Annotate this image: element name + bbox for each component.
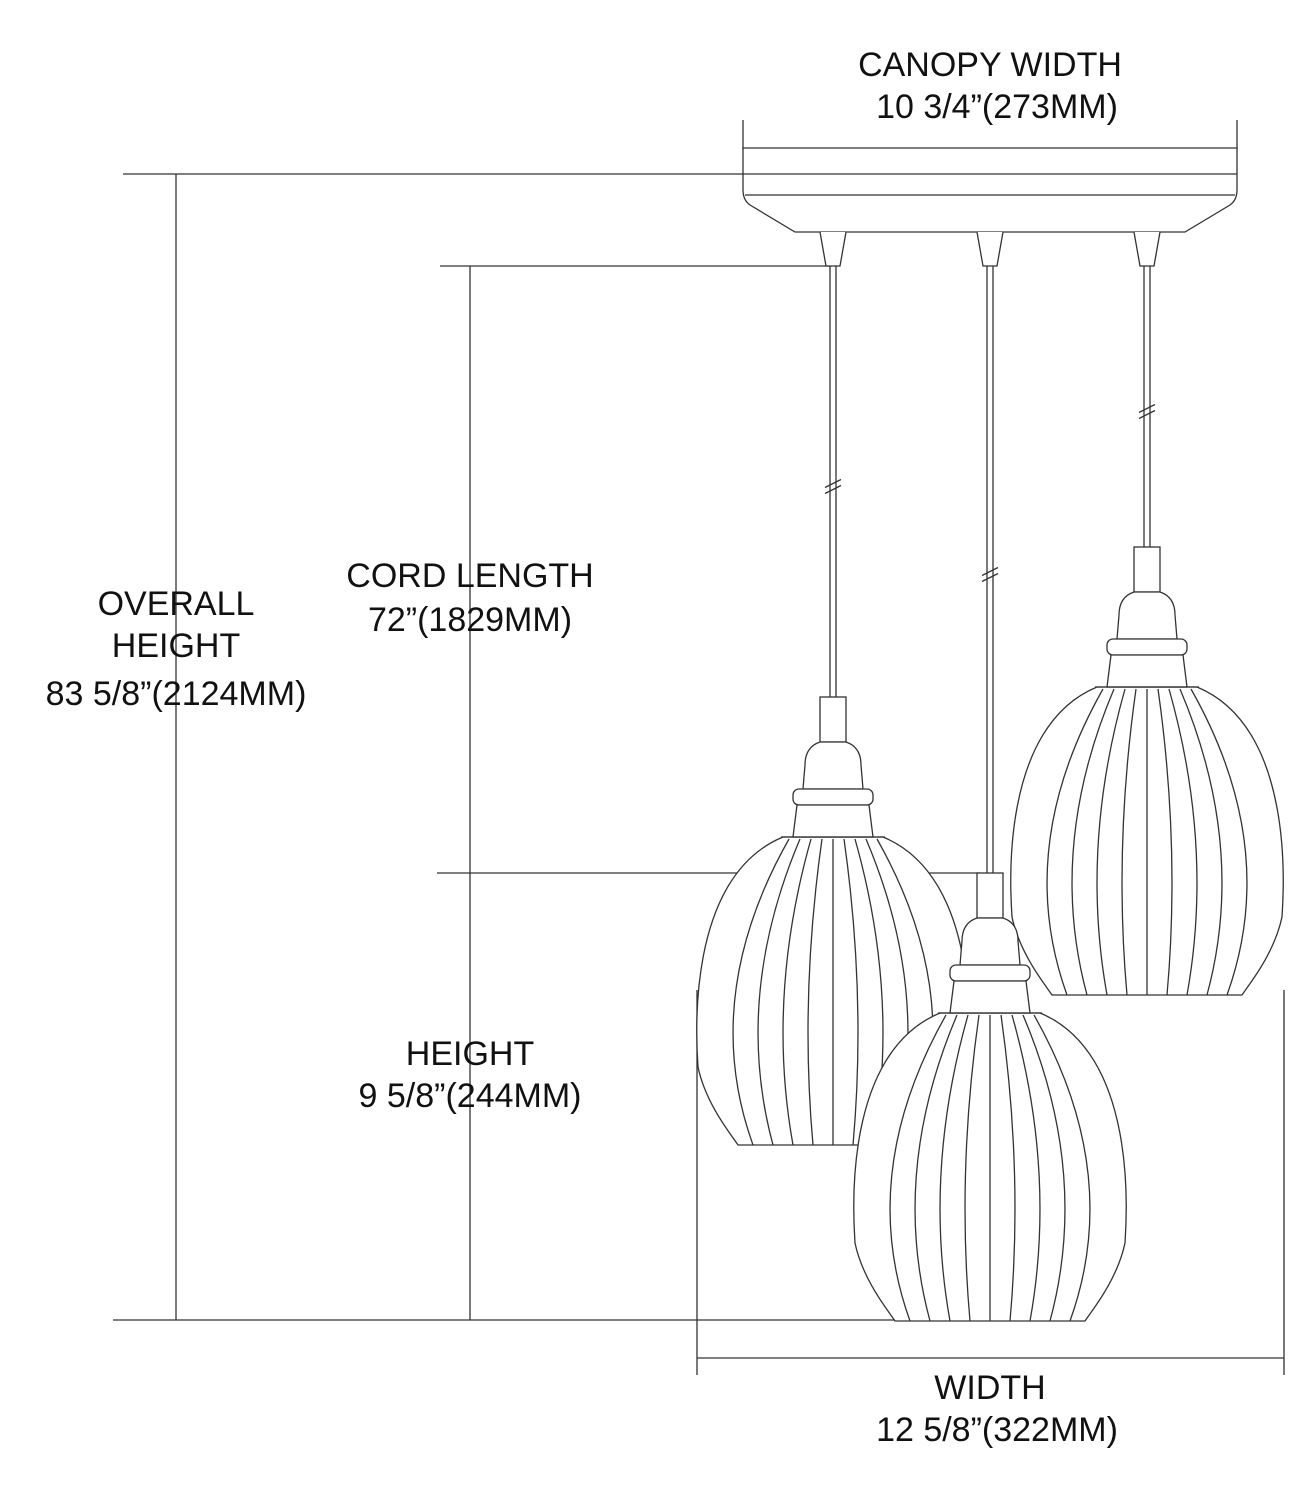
socket-ring <box>949 964 1031 982</box>
socket-top <box>976 872 1004 919</box>
shade-rib <box>939 1014 969 1322</box>
cord-cap <box>976 231 1004 267</box>
dimension-lines <box>113 120 1285 1375</box>
width-label: WIDTH <box>934 1369 1046 1407</box>
socket-ring <box>1106 638 1188 656</box>
width-value: 12 5/8”(322MM) <box>876 1411 1118 1449</box>
shade-rib <box>757 838 801 1146</box>
height-label: HEIGHT <box>405 1035 535 1073</box>
shade-rib <box>1190 688 1248 996</box>
socket-ring <box>792 788 874 806</box>
shade-rib <box>1096 688 1126 996</box>
shade-rib <box>782 838 812 1146</box>
overall-height-value: 83 5/8”(2124MM) <box>45 675 307 713</box>
shade-rib <box>1046 688 1104 996</box>
height-value: 9 5/8”(244MM) <box>358 1077 582 1115</box>
shade-rib <box>964 1014 980 1322</box>
shade-rib <box>1000 1014 1016 1322</box>
cord-cap <box>1133 231 1161 267</box>
shade-rib <box>843 838 859 1146</box>
overall-height-label-2: HEIGHT <box>111 627 241 665</box>
shade-rib <box>1168 688 1198 996</box>
socket-collar <box>1106 654 1188 688</box>
shade-rib <box>1022 1014 1066 1322</box>
shade-rib <box>1033 1014 1091 1322</box>
cord-break-mark <box>1138 403 1156 420</box>
socket-bell <box>802 741 864 790</box>
shade-rib <box>732 838 790 1146</box>
shade-rib <box>1121 688 1137 996</box>
socket-top <box>819 696 847 743</box>
shade-rib <box>1011 1014 1041 1322</box>
cord-length-label: CORD LENGTH <box>346 557 594 595</box>
canopy-width-value: 10 3/4”(273MM) <box>876 88 1118 126</box>
canopy-width-label: CANOPY WIDTH <box>858 46 1122 84</box>
socket-collar <box>949 980 1031 1014</box>
cord-length-value: 72”(1829MM) <box>367 601 573 639</box>
pendant-right <box>1010 231 1284 996</box>
cord-break-mark <box>824 478 842 495</box>
shade-rib <box>889 1014 947 1322</box>
cord-cap <box>819 231 847 267</box>
shade-rib <box>914 1014 958 1322</box>
socket-top <box>1133 546 1161 593</box>
cord-break-mark <box>981 566 999 583</box>
socket-bell <box>959 917 1021 966</box>
pendant-center <box>853 231 1127 1322</box>
shade-rib <box>1071 688 1115 996</box>
pendants <box>696 231 1284 1322</box>
shade-rib <box>1179 688 1223 996</box>
socket-collar <box>792 804 874 838</box>
shade-rib <box>807 838 823 1146</box>
pendant-left <box>696 231 970 1146</box>
shade-rib <box>1157 688 1173 996</box>
socket-bell <box>1116 591 1178 640</box>
overall-height-label-1: OVERALL <box>97 585 255 623</box>
canopy <box>742 147 1238 233</box>
